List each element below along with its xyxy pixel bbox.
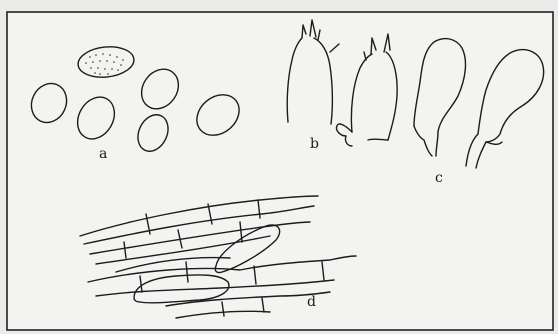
panel-label-b: b [310,136,319,152]
panel-label-d: d [307,294,316,310]
panel-label-c: c [435,170,443,186]
panel-label-a: a [99,146,107,162]
